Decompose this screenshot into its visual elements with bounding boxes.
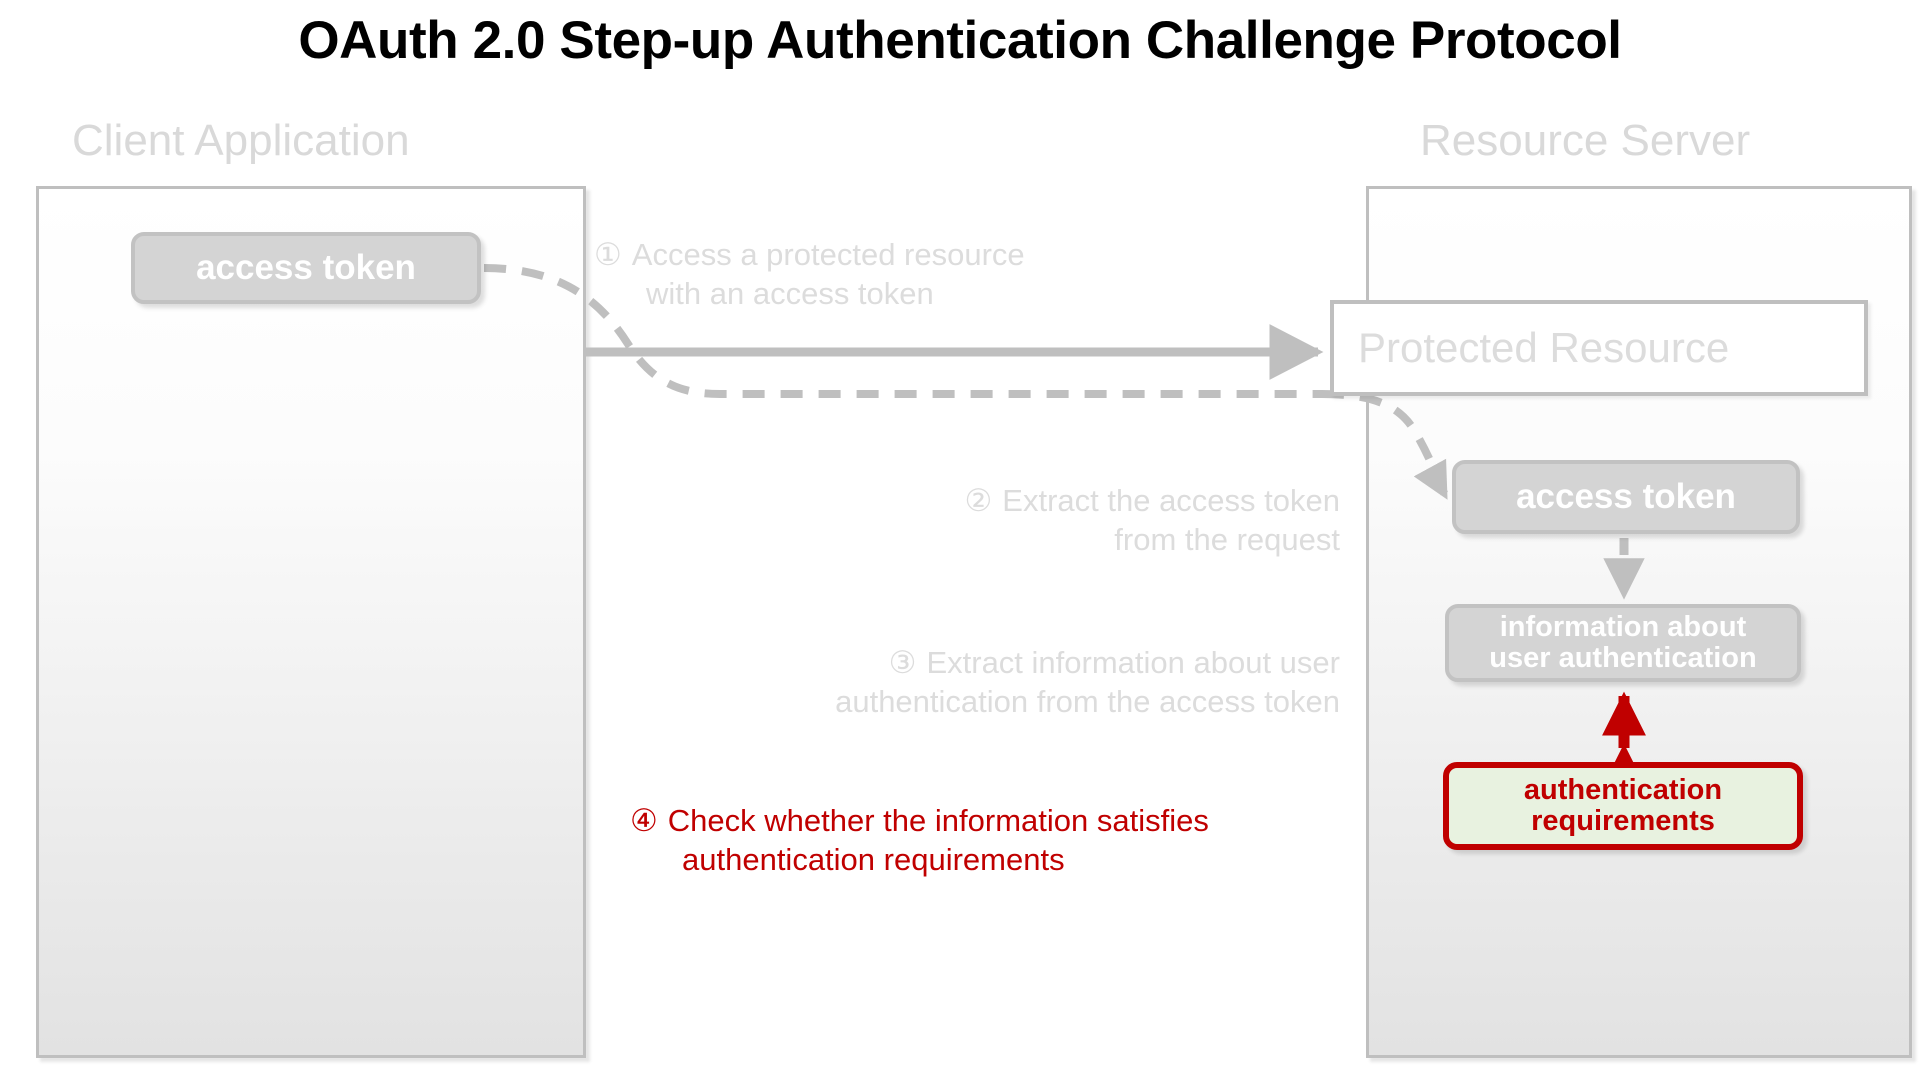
- step-2-number: ②: [964, 483, 993, 519]
- authentication-requirements-label: authentication requirements: [1523, 774, 1723, 837]
- user-authentication-info-label: information about user authentication: [1489, 611, 1757, 674]
- step-4-number: ④: [630, 803, 658, 839]
- server-access-token-label: access token: [1516, 477, 1736, 517]
- step-4-line1: Check whether the information satisfies: [667, 803, 1209, 839]
- lane-label-client: Client Application: [72, 116, 410, 165]
- step-4-line2: authentication requirements: [682, 842, 1065, 878]
- step-3-line2: authentication from the access token: [835, 684, 1340, 720]
- step-1-number: ①: [594, 237, 622, 273]
- step-3-line1: Extract information about user: [926, 645, 1340, 681]
- step-1-line1: Access a protected resource: [631, 237, 1025, 273]
- step-2-line2: from the request: [1114, 522, 1340, 558]
- step-1-line2: with an access token: [646, 276, 934, 312]
- step-3-number: ③: [888, 645, 917, 681]
- client-access-token-label: access token: [196, 248, 416, 288]
- protected-resource-label: Protected Resource: [1358, 324, 1730, 371]
- server-access-token-chip: access token: [1452, 460, 1800, 534]
- page-title: OAuth 2.0 Step-up Authentication Challen…: [298, 11, 1622, 70]
- user-authentication-info-chip: information about user authentication: [1445, 604, 1801, 682]
- client-access-token-chip: access token: [131, 232, 481, 304]
- lane-label-server: Resource Server: [1420, 116, 1751, 165]
- step-2-line1: Extract the access token: [1002, 483, 1340, 519]
- client-application-container: [36, 186, 586, 1058]
- protected-resource-box: Protected Resource: [1330, 300, 1868, 396]
- authentication-requirements-chip: authentication requirements: [1443, 762, 1803, 850]
